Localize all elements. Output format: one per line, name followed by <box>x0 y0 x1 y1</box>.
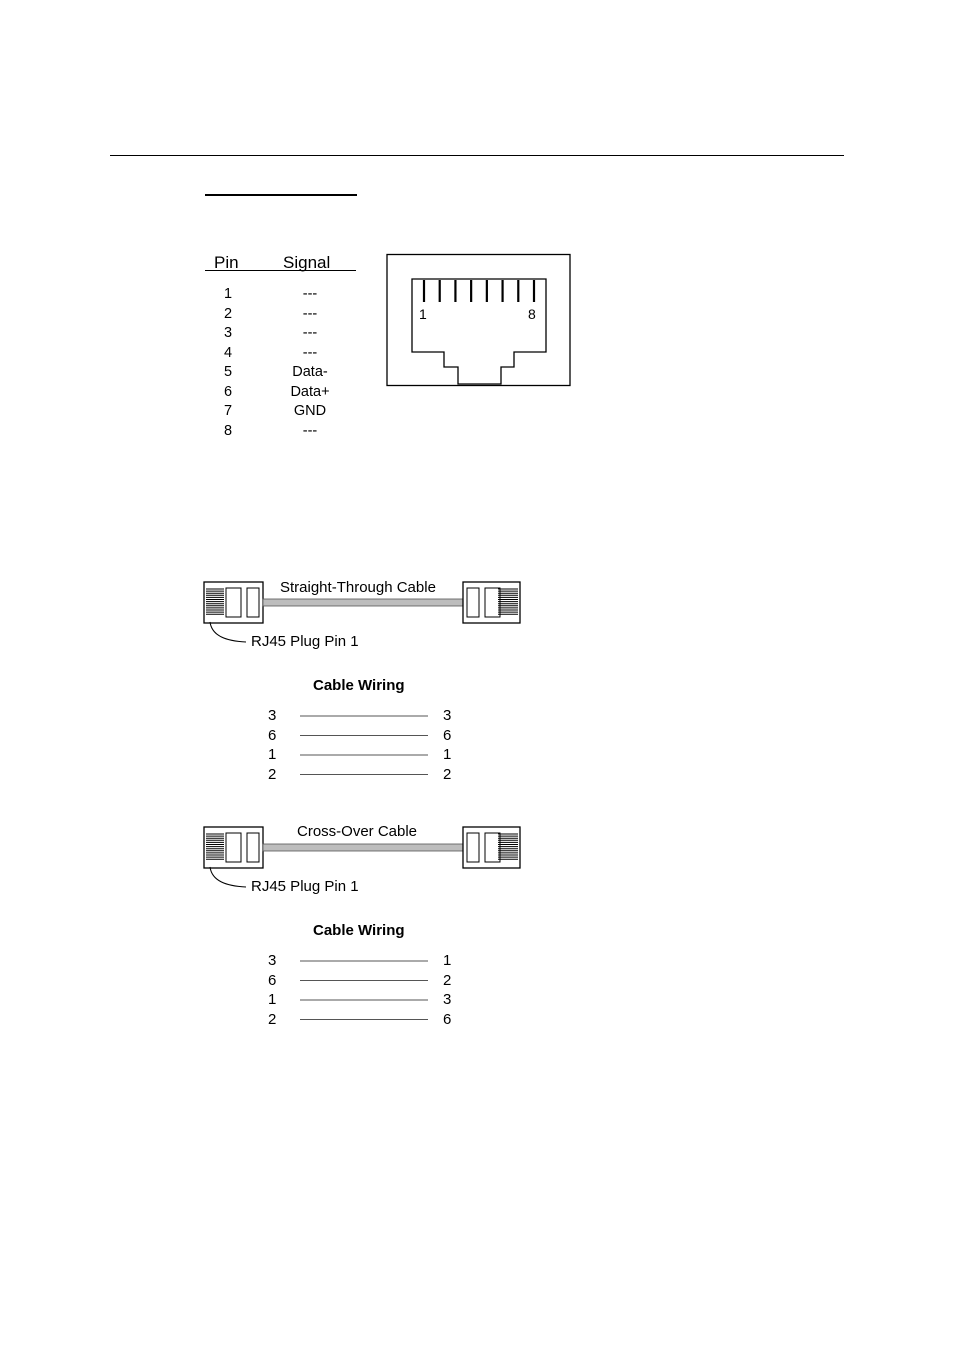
pin-signal: --- <box>270 325 350 341</box>
pin-number: 3 <box>222 325 234 341</box>
wiring-left-pin: 6 <box>268 972 276 989</box>
wiring-left-pin: 2 <box>268 1011 276 1028</box>
left-plug <box>204 582 263 623</box>
wiring-row: 3 1 <box>260 952 470 972</box>
cable-body <box>263 599 463 606</box>
straight-plug-pin1-label: RJ45 Plug Pin 1 <box>251 633 359 651</box>
wiring-left-pin: 3 <box>268 952 276 969</box>
left-plug <box>204 827 263 868</box>
wiring-row: 6 2 <box>260 972 470 992</box>
jack-outer-frame <box>387 255 570 386</box>
pin-number: 8 <box>222 423 234 439</box>
cable-body <box>263 844 463 851</box>
wiring-right-pin: 6 <box>443 727 451 744</box>
wiring-row: 1 3 <box>260 991 470 1011</box>
table-header-underline <box>205 270 356 271</box>
crossover-wiring-title: Cable Wiring <box>313 922 405 940</box>
wiring-right-pin: 2 <box>443 972 451 989</box>
crossover-cable-label: Cross-Over Cable <box>297 823 417 841</box>
pin-number: 2 <box>222 306 234 322</box>
pin-number: 1 <box>222 286 234 302</box>
table-row: 7 GND <box>200 403 360 423</box>
wiring-row: 1 1 <box>260 746 470 766</box>
wiring-left-pin: 1 <box>268 991 276 1008</box>
wiring-row: 6 6 <box>260 727 470 747</box>
pin-signal: Data+ <box>270 384 350 400</box>
straight-wiring-title: Cable Wiring <box>313 677 405 695</box>
table-row: 3 --- <box>200 325 360 345</box>
table-row: 8 --- <box>200 423 360 443</box>
pin1-leader-line <box>210 622 246 642</box>
wiring-right-pin: 3 <box>443 991 451 1008</box>
wiring-right-pin: 1 <box>443 746 451 763</box>
wiring-right-pin: 2 <box>443 766 451 783</box>
pin-signal: --- <box>270 306 350 322</box>
wiring-right-pin: 3 <box>443 707 451 724</box>
wiring-row: 3 3 <box>260 707 470 727</box>
wiring-left-pin: 6 <box>268 727 276 744</box>
wiring-row: 2 2 <box>260 766 470 786</box>
pin-signal: --- <box>270 423 350 439</box>
pin-signal: --- <box>270 286 350 302</box>
page-header-rule <box>110 155 844 156</box>
table-row: 1 --- <box>200 286 360 306</box>
pin-signal: GND <box>270 403 350 419</box>
pin-signal: Data- <box>270 364 350 380</box>
wiring-left-pin: 1 <box>268 746 276 763</box>
table-row: 2 --- <box>200 306 360 326</box>
jack-opening-outline <box>412 279 546 384</box>
table-row: 4 --- <box>200 345 360 365</box>
wiring-left-pin: 2 <box>268 766 276 783</box>
crossover-plug-pin1-label: RJ45 Plug Pin 1 <box>251 878 359 896</box>
pin1-leader-line <box>210 867 246 887</box>
wiring-right-pin: 1 <box>443 952 451 969</box>
jack-pin-last-label: 8 <box>528 305 536 323</box>
pin-number: 6 <box>222 384 234 400</box>
wiring-left-pin: 3 <box>268 707 276 724</box>
right-plug <box>463 582 520 623</box>
pin-number: 4 <box>222 345 234 361</box>
table-row: 6 Data+ <box>200 384 360 404</box>
wiring-right-pin: 6 <box>443 1011 451 1028</box>
wiring-row: 2 6 <box>260 1011 470 1031</box>
pin-number: 5 <box>222 364 234 380</box>
section-underline <box>205 194 357 196</box>
pin-signal: --- <box>270 345 350 361</box>
right-plug <box>463 827 520 868</box>
jack-pin-first-label: 1 <box>419 305 427 323</box>
jack-contacts <box>424 280 534 302</box>
straight-cable-label: Straight-Through Cable <box>280 579 436 597</box>
table-row: 5 Data- <box>200 364 360 384</box>
pin-number: 7 <box>222 403 234 419</box>
